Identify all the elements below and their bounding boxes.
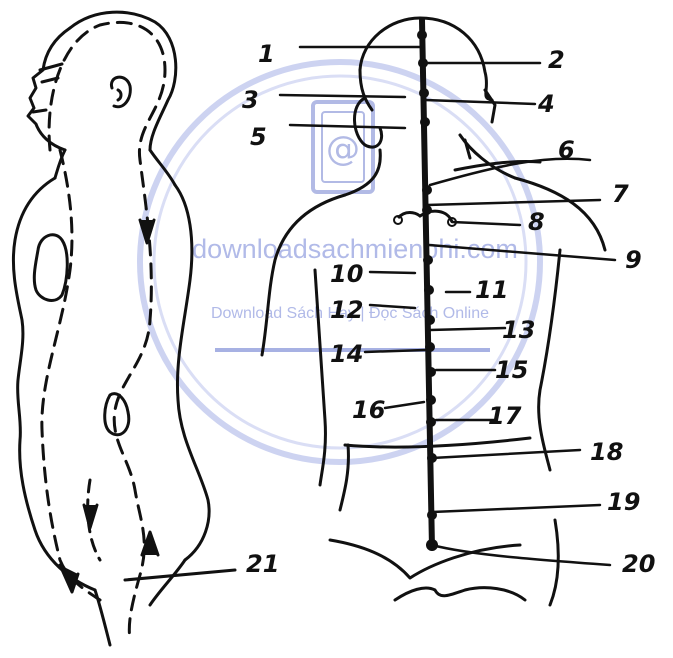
- meridian-path-front: [42, 150, 100, 600]
- torso-left-side: [315, 270, 325, 485]
- label-15: 15: [495, 356, 528, 384]
- side-view-figure: [13, 12, 235, 645]
- book-icon: @: [313, 102, 373, 192]
- torso-front: [13, 178, 95, 590]
- label-18: 18: [590, 438, 623, 466]
- label-17: 17: [488, 402, 522, 430]
- label-1: 1: [258, 40, 275, 68]
- label-20: 20: [622, 550, 655, 578]
- mouth: [33, 110, 46, 112]
- arrow-upleft-icon: [60, 565, 78, 592]
- buttocks-fold: [395, 588, 525, 600]
- label-8: 8: [528, 208, 545, 236]
- label-4: 4: [537, 90, 555, 118]
- label-16: 16: [352, 396, 385, 424]
- label-6: 6: [558, 136, 575, 164]
- label-10: 10: [330, 260, 363, 288]
- label-3: 3: [242, 86, 259, 114]
- label-13: 13: [502, 316, 535, 344]
- heart-organ: [34, 235, 67, 301]
- svg-text:@: @: [326, 129, 360, 169]
- label-12: 12: [330, 296, 363, 324]
- hip-left: [340, 445, 348, 510]
- label-7: 7: [612, 180, 629, 208]
- face-profile: [28, 28, 70, 150]
- label-19: 19: [607, 488, 640, 516]
- label-14: 14: [330, 340, 363, 368]
- label-11: 11: [475, 276, 508, 304]
- ear: [111, 77, 130, 107]
- leg-back: [150, 560, 185, 605]
- arrow-down-icon-lower: [84, 505, 97, 528]
- label-9: 9: [625, 246, 642, 274]
- buttocks-top: [330, 540, 520, 578]
- label-21: 21: [246, 550, 279, 578]
- label-2: 2: [548, 46, 565, 74]
- hip-right: [550, 520, 558, 605]
- label-5: 5: [250, 123, 267, 151]
- spine-points: [417, 30, 438, 551]
